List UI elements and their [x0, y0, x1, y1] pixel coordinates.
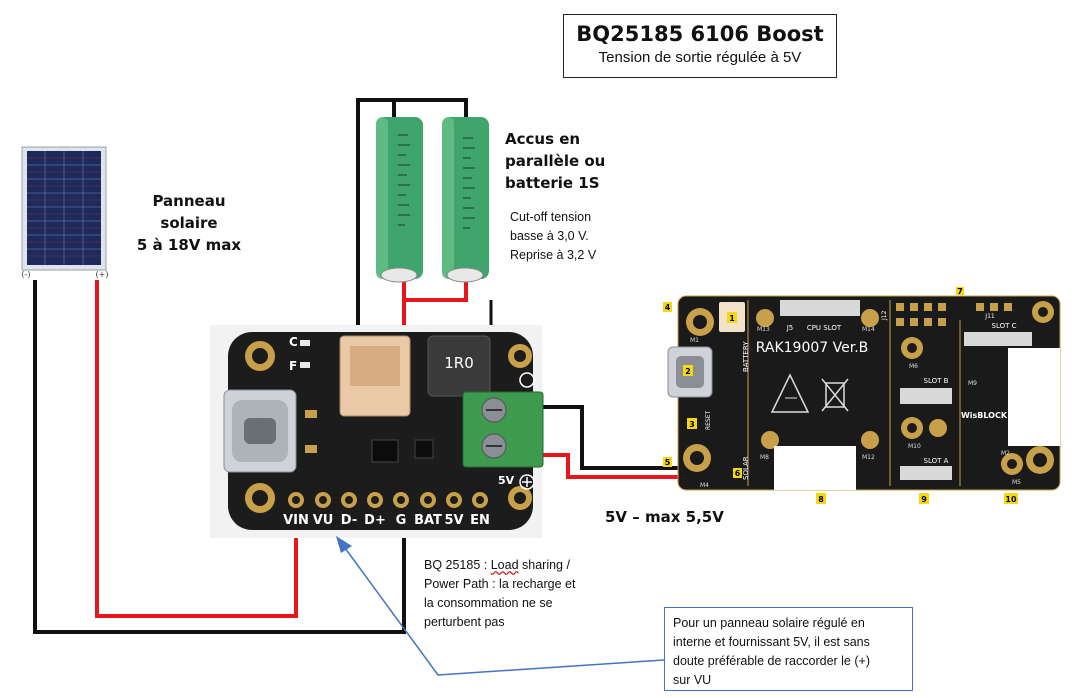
mount-m4: M4 [700, 482, 709, 489]
led-label-f: F [289, 359, 297, 373]
wire-battery-positive [402, 280, 468, 327]
pin-label-5v: 5V [444, 513, 463, 528]
rak-mount-labels: M1 M2 M4 M5 M6 M8 M9 M10 M12 M13 M14 [690, 326, 1021, 489]
pin-label-vin: VIN [283, 513, 309, 528]
cutoff-line2: basse à 3,0 V. [510, 229, 589, 243]
battery-cell-2 [442, 117, 489, 283]
rak-wisblock: WisBLOCK [961, 411, 1008, 420]
battery-cell-1 [376, 117, 423, 283]
led-label-c: C [289, 335, 298, 349]
pin-label-dplus: D+ [364, 513, 386, 528]
battery-label: Accus en parallèle ou batterie 1S [505, 128, 615, 194]
rak-board-name: RAK19007 Ver.B [756, 340, 869, 356]
battery-cutoff-note: Cut-off tension basse à 3,0 V. Reprise à… [510, 208, 620, 265]
marker-1: 1 [729, 314, 735, 323]
rak-j7: J7 [1027, 355, 1034, 362]
mount-m14: M14 [862, 326, 875, 333]
rak-solar: SOLAR [742, 456, 750, 480]
mount-m2: M2 [1001, 450, 1010, 457]
solar-label-line2: 5 à 18V max [136, 236, 242, 254]
callout-line2: interne et fournissant 5V, il est sans [673, 635, 870, 649]
rak-slot-b: SLOT B [924, 377, 949, 385]
bq-note-line3: la consommation ne se [424, 596, 553, 610]
marker-4: 4 [665, 303, 671, 312]
wire-battery-negative [356, 98, 468, 327]
output-5v-label: 5V [498, 474, 515, 487]
bq-note-line4: perturbent pas [424, 615, 505, 629]
output-voltage-label: 5V – max 5,5V [605, 508, 724, 526]
inductor-label: 1R0 [444, 354, 474, 372]
pin-label-en: EN [470, 513, 490, 528]
mount-m5: M5 [1012, 479, 1021, 486]
marker-3: 3 [689, 420, 695, 429]
rak-slot-c: SLOT C [992, 322, 1017, 330]
bq-note-line2: Power Path : la recharge et [424, 577, 576, 591]
marker-9: 9 [921, 495, 927, 504]
callout-line4: sur VU [673, 673, 712, 687]
inductor [427, 335, 491, 397]
battery-label-line1: Accus en [505, 130, 581, 148]
marker-8: 8 [818, 495, 824, 504]
rak-cpu-slot: CPU SLOT [807, 324, 842, 332]
battery-label-line3: batterie 1S [505, 174, 600, 192]
pin-label-vu: VU [313, 513, 334, 528]
callout-line1: Pour un panneau solaire régulé en [673, 616, 865, 630]
wire-output-negative [541, 405, 740, 470]
title-subtitle: Tension de sortie régulée à 5V [598, 49, 802, 66]
mount-m1: M1 [690, 337, 699, 344]
mount-m13: M13 [757, 326, 770, 333]
rak-slot-a: SLOT A [924, 457, 949, 465]
title-main: BQ25185 6106 Boost [576, 22, 824, 46]
rak-battery: BATTERY [742, 341, 750, 372]
vu-callout-box: Pour un panneau solaire régulé en intern… [664, 607, 913, 691]
rak-reset: RESET [705, 410, 712, 430]
battery-label-line2: parallèle ou [505, 152, 606, 170]
wire-solar-positive [95, 280, 298, 618]
solar-panel [21, 146, 107, 271]
rak-j11: J11 [984, 313, 995, 320]
pin-label-dminus: D- [341, 513, 357, 528]
charger-pin-labels: VIN VU D- D+ G BAT 5V EN [283, 513, 490, 528]
wire-output-positive [541, 453, 740, 479]
mount-m8: M8 [760, 454, 769, 461]
mount-m9: M9 [968, 380, 977, 387]
charger-board [210, 325, 544, 538]
callout-line3: doute préférable de raccorder le (+) [673, 654, 870, 668]
bq-load-sharing-note: BQ 25185 : Load sharing / Power Path : l… [424, 556, 644, 632]
title-box: BQ25185 6106 Boost Tension de sortie rég… [563, 14, 837, 78]
rak-j5: J5 [786, 324, 794, 332]
marker-2: 2 [685, 367, 691, 376]
solar-terminal-positive: (+) [96, 270, 109, 279]
pin-label-bat: BAT [414, 513, 442, 528]
mount-m12: M12 [862, 454, 875, 461]
marker-7: 7 [957, 287, 963, 296]
solar-label-line1: Panneau solaire [152, 192, 226, 232]
pin-label-g: G [396, 513, 407, 528]
mount-m10: M10 [908, 443, 921, 450]
rak-j12: J12 [881, 310, 888, 321]
marker-10: 10 [1005, 495, 1017, 504]
wire-solar-negative [33, 280, 406, 634]
marker-5: 5 [665, 458, 671, 467]
solar-panel-label: Panneau solaire 5 à 18V max [124, 190, 254, 256]
bq-note-line1: BQ 25185 : Load sharing / [424, 558, 570, 572]
cutoff-line1: Cut-off tension [510, 210, 592, 224]
rak-board [667, 295, 1061, 491]
callout-arrow-line [344, 547, 665, 676]
cutoff-line3: Reprise à 3,2 V [510, 248, 597, 262]
mount-m6: M6 [909, 363, 918, 370]
marker-6: 6 [735, 469, 741, 478]
callout-arrowhead [336, 536, 352, 553]
rak-markers: 4 1 2 3 5 6 7 8 9 10 [663, 287, 1018, 504]
solar-terminal-negative: (-) [21, 270, 30, 279]
